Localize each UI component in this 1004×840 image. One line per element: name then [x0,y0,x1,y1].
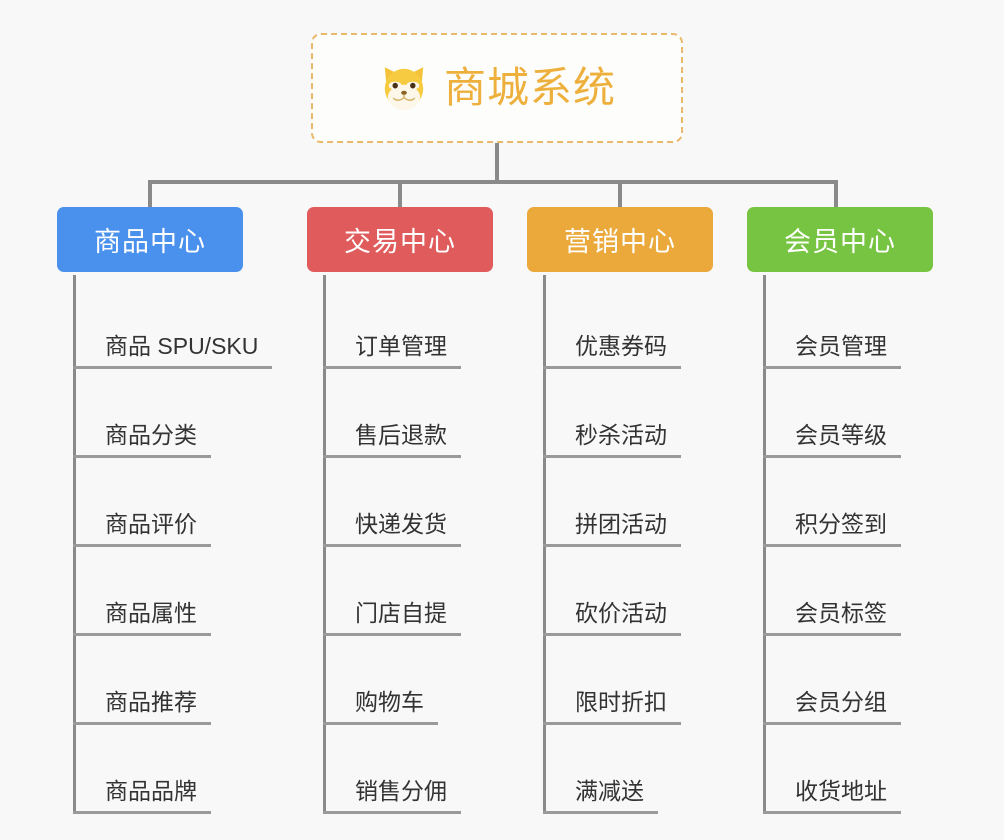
leaf-label: 商品 SPU/SKU [105,332,259,359]
leaf-list-product: 商品 SPU/SKU 商品分类 商品评价 商品属性 商品推荐 商品品牌 [57,272,273,814]
leaf-label: 商品品牌 [105,777,197,804]
leaf-list-member: 会员管理 会员等级 积分签到 会员标签 会员分组 收货地址 [747,272,933,814]
list-item[interactable]: 会员标签 [747,547,933,636]
list-item[interactable]: 满减送 [527,725,713,814]
category-header-product[interactable]: 商品中心 [57,207,243,272]
leaf-label: 会员等级 [795,421,887,448]
leaf-label: 售后退款 [355,421,447,448]
category-column-marketing: 营销中心 优惠券码 秒杀活动 拼团活动 砍价活动 限时折扣 满减送 [527,207,713,814]
list-item[interactable]: 优惠券码 [527,280,713,369]
leaf-label: 商品推荐 [105,688,197,715]
leaf-label: 优惠券码 [575,332,667,359]
list-item[interactable]: 商品属性 [57,547,243,636]
leaf-label: 快递发货 [355,510,447,537]
list-item[interactable]: 订单管理 [307,280,493,369]
leaf-label: 商品属性 [105,599,197,626]
leaf-label: 会员分组 [795,688,887,715]
category-header-label: 会员中心 [784,227,896,257]
list-item[interactable]: 购物车 [307,636,493,725]
leaf-label: 收货地址 [795,777,887,804]
leaf-label: 订单管理 [355,332,447,359]
list-item[interactable]: 商品推荐 [57,636,243,725]
leaf-label: 会员标签 [795,599,887,626]
leaf-label: 砍价活动 [575,599,667,626]
list-item[interactable]: 砍价活动 [527,547,713,636]
leaf-label: 会员管理 [795,332,887,359]
leaf-label: 商品评价 [105,510,197,537]
leaf-label: 限时折扣 [575,688,667,715]
list-item[interactable]: 门店自提 [307,547,493,636]
list-item[interactable]: 限时折扣 [527,636,713,725]
category-header-trade[interactable]: 交易中心 [307,207,493,272]
category-header-label: 交易中心 [344,227,456,257]
leaf-label: 商品分类 [105,421,197,448]
category-column-trade: 交易中心 订单管理 售后退款 快递发货 门店自提 购物车 销售分佣 [307,207,493,814]
category-column-product: 商品中心 商品 SPU/SKU 商品分类 商品评价 商品属性 商品推荐 商品品牌 [57,207,273,814]
list-item[interactable]: 商品品牌 [57,725,243,814]
category-header-label: 营销中心 [564,227,676,257]
leaf-label: 积分签到 [795,510,887,537]
leaf-label: 购物车 [355,688,424,715]
category-column-member: 会员中心 会员管理 会员等级 积分签到 会员标签 会员分组 收货地址 [747,207,933,814]
list-item[interactable]: 商品 SPU/SKU [57,280,273,369]
leaf-label: 门店自提 [355,599,447,626]
leaf-label: 销售分佣 [355,777,447,804]
category-header-member[interactable]: 会员中心 [747,207,933,272]
leaf-label: 拼团活动 [575,510,667,537]
list-item[interactable]: 商品分类 [57,369,243,458]
category-header-label: 商品中心 [94,227,206,257]
root-title: 商城系统 [443,64,616,111]
list-item[interactable]: 商品评价 [57,458,243,547]
list-item[interactable]: 销售分佣 [307,725,493,814]
leaf-label: 秒杀活动 [575,421,667,448]
leaf-label: 满减送 [575,777,644,804]
list-item[interactable]: 拼团活动 [527,458,713,547]
leaf-list-marketing: 优惠券码 秒杀活动 拼团活动 砍价活动 限时折扣 满减送 [527,272,713,814]
list-item[interactable]: 收货地址 [747,725,933,814]
list-item[interactable]: 会员管理 [747,280,933,369]
list-item[interactable]: 快递发货 [307,458,493,547]
list-item[interactable]: 秒杀活动 [527,369,713,458]
dog-face-icon [378,64,430,112]
category-header-marketing[interactable]: 营销中心 [527,207,713,272]
list-item[interactable]: 会员等级 [747,369,933,458]
leaf-list-trade: 订单管理 售后退款 快递发货 门店自提 购物车 销售分佣 [307,272,493,814]
list-item[interactable]: 售后退款 [307,369,493,458]
list-item[interactable]: 积分签到 [747,458,933,547]
root-node[interactable]: 商城系统 [311,33,683,143]
list-item[interactable]: 会员分组 [747,636,933,725]
